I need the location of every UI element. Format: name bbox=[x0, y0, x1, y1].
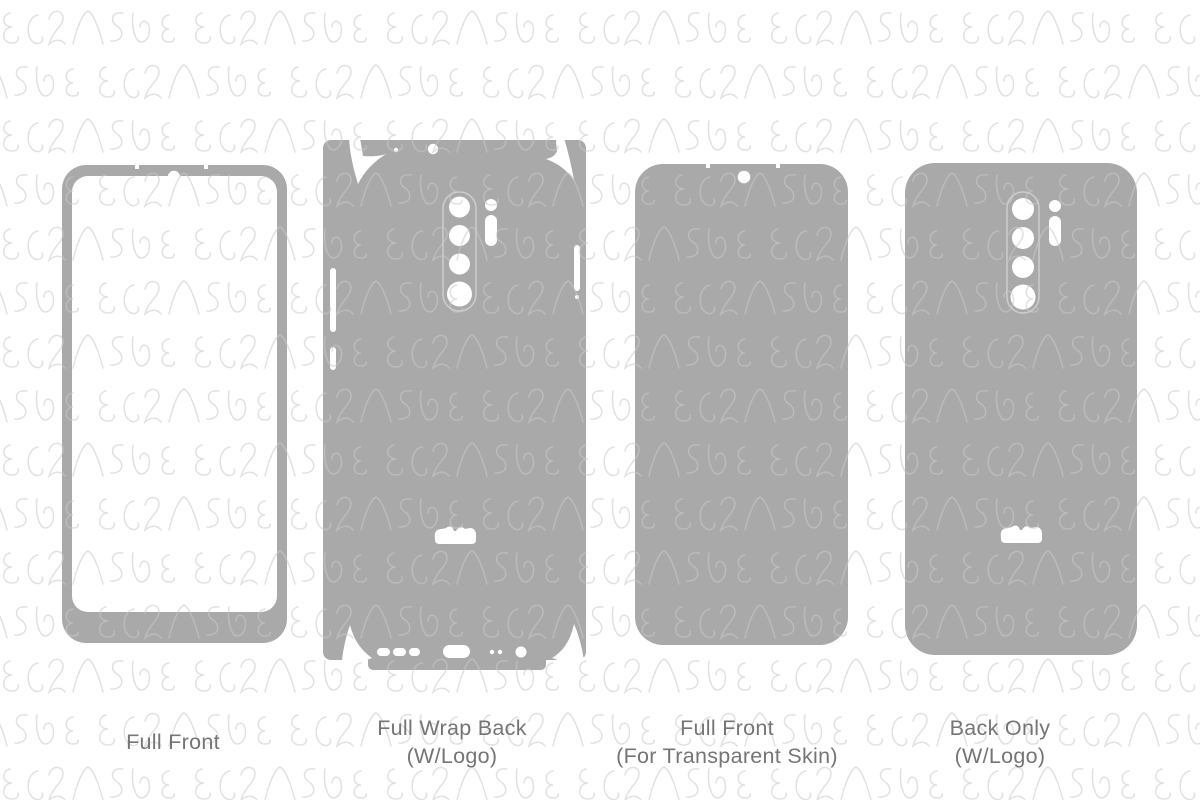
template-full-wrap-back bbox=[323, 138, 586, 672]
flash-cutout bbox=[1049, 200, 1061, 212]
alignment-notch bbox=[135, 163, 139, 169]
template-full-front-transparent bbox=[635, 162, 848, 645]
camera-lens-cutout bbox=[449, 225, 470, 246]
screen-window bbox=[72, 176, 277, 612]
mic-hole-cutout bbox=[489, 649, 495, 655]
camera-hole-cutout bbox=[737, 170, 751, 184]
flash-cutout bbox=[485, 215, 497, 246]
camera-lens-cutout bbox=[449, 253, 470, 275]
alignment-notch bbox=[706, 162, 710, 168]
flash-cutout bbox=[485, 199, 497, 211]
alignment-notch bbox=[204, 163, 208, 169]
alignment-notch bbox=[776, 162, 780, 168]
flash-cutout bbox=[1049, 216, 1061, 246]
front-cutouts-group bbox=[72, 163, 277, 612]
antenna-slot-cutout bbox=[393, 648, 406, 656]
camera-hole-cutout bbox=[427, 143, 439, 155]
pinhole-cutout bbox=[575, 295, 579, 299]
camera-lens-cutout bbox=[1012, 256, 1034, 278]
wrap-body-group bbox=[323, 140, 586, 670]
button-slot-cutout bbox=[330, 347, 336, 370]
camera-lens-cutout bbox=[1012, 227, 1034, 249]
template-back-only bbox=[905, 163, 1137, 655]
antenna-slot-cutout bbox=[409, 648, 420, 656]
mic-hole-cutout bbox=[393, 147, 399, 153]
full-cover-front bbox=[635, 164, 848, 645]
camera-lens-cutout bbox=[447, 281, 472, 307]
camera-lens-cutout bbox=[1010, 284, 1036, 310]
wrap-body-with-side-flaps bbox=[323, 140, 586, 660]
camera-hole-cutout bbox=[167, 170, 181, 184]
usb-port-cutout bbox=[443, 645, 470, 658]
speaker-hole-cutout bbox=[515, 646, 527, 658]
button-slot-cutout bbox=[330, 268, 336, 332]
mic-hole-cutout bbox=[497, 649, 503, 655]
template-full-front bbox=[62, 163, 287, 643]
camera-lens-cutout bbox=[1012, 198, 1034, 220]
antenna-slot-cutout bbox=[377, 648, 390, 656]
bottom-flap bbox=[368, 600, 546, 670]
camera-lens-cutout bbox=[449, 196, 470, 218]
button-slot-cutout bbox=[574, 245, 580, 291]
